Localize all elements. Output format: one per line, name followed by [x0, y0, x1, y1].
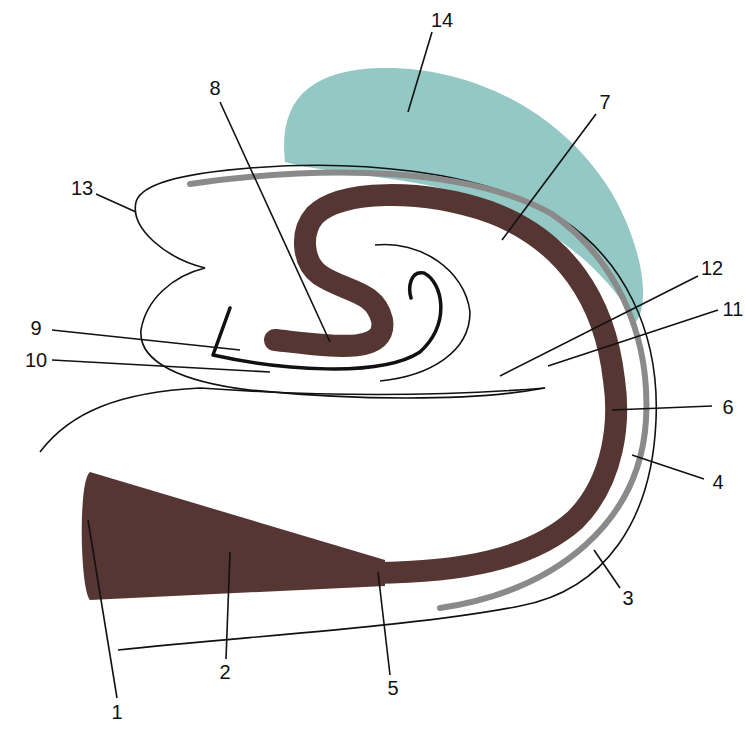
callout-number: 12: [701, 258, 723, 278]
leader-line: [220, 102, 330, 342]
leader-line: [52, 330, 240, 350]
callout-number: 3: [622, 588, 633, 608]
leader-line: [500, 276, 698, 376]
leader-line: [378, 572, 390, 675]
leader-line: [226, 552, 230, 659]
callout-number: 9: [30, 318, 41, 338]
black-line: [213, 273, 441, 369]
callout-number: 7: [599, 92, 610, 112]
lower-contour: [40, 388, 545, 452]
callout-number: 1: [111, 702, 122, 722]
leader-line: [502, 114, 596, 240]
leader-line: [594, 550, 620, 588]
leader-lines: [52, 32, 718, 698]
leader-line: [52, 360, 270, 372]
leader-line: [96, 194, 136, 212]
leader-line: [88, 520, 117, 698]
callout-number: 10: [25, 350, 47, 370]
leader-line: [632, 455, 704, 479]
callout-number: 13: [71, 178, 93, 198]
brown-wedge: [82, 472, 385, 600]
callout-number: 8: [209, 78, 220, 98]
callout-number: 2: [219, 662, 230, 682]
callout-number: 11: [723, 299, 744, 319]
leader-line: [408, 32, 432, 112]
callout-number: 6: [722, 397, 733, 417]
brown-band: [275, 195, 616, 573]
callout-number: 5: [387, 678, 398, 698]
callout-number: 4: [712, 472, 723, 492]
callout-number: 14: [431, 10, 453, 30]
leader-line: [612, 406, 712, 410]
